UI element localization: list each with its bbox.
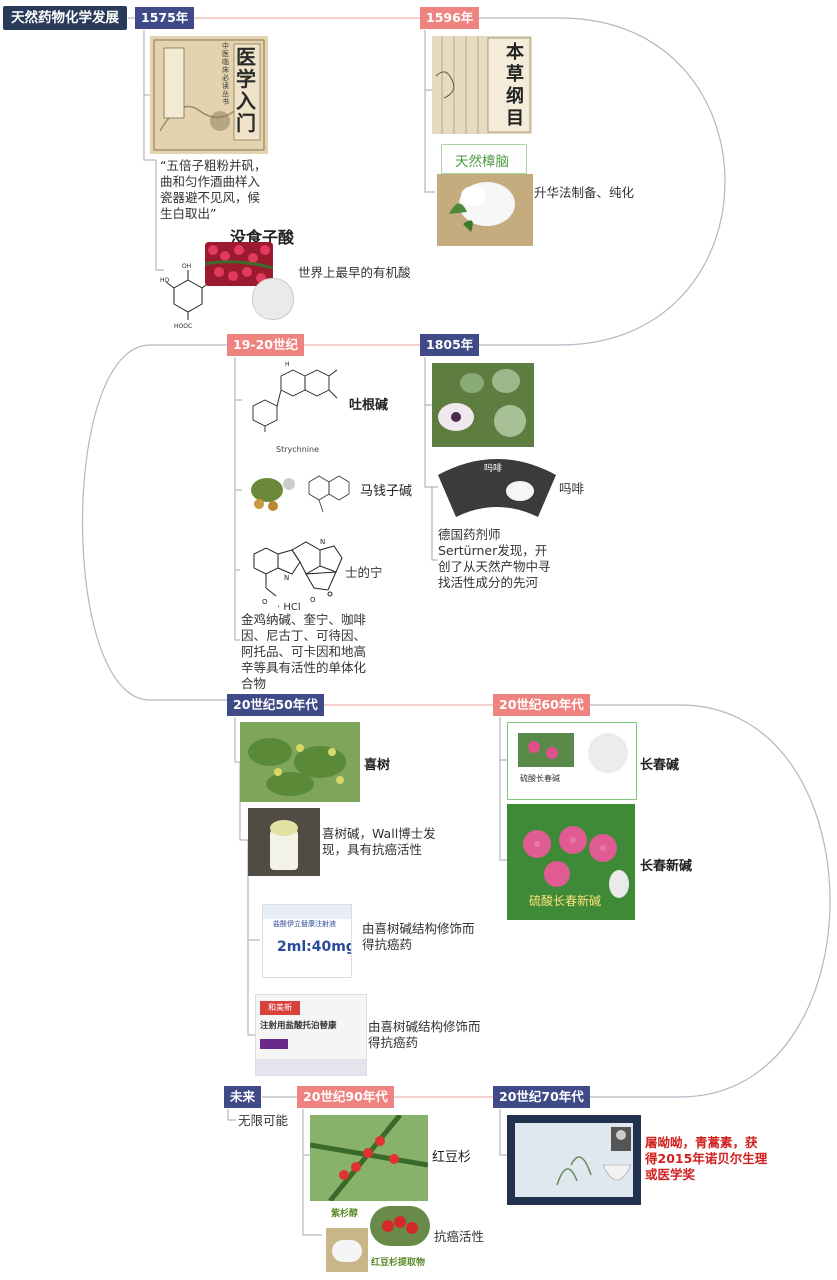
poppy-photo [432,363,534,447]
quote-1575: “五倍子粗粉并矾，曲和匀作酒曲样入瓷器避不见风，候生白取出” [160,158,267,221]
irinotecan-box-photo: 盐酸伊立替康注射液 2ml:40mg [262,904,352,978]
hcl-label: · HCl [277,602,301,613]
tag-1950s: 20世纪50年代 [227,694,324,716]
extract-caption: 红豆杉提取物 [371,1258,426,1268]
vinblastine-art [518,733,628,773]
artemisinin-art [507,1115,641,1205]
book-subtitle-text: 中医临床必读丛书 [222,42,229,106]
note-1990s: 抗癌活性 [434,1229,485,1244]
bencao-title-text: 本草纲目 [506,42,524,129]
label-vincristine: 长春新碱 [640,859,693,874]
camptotheca-tree-photo [240,722,360,802]
note-19-20c: 金鸡纳碱、奎宁、咖啡因、尼古丁、可待因、阿托品、可卡因和地高辛等具有活性的单体化… [241,612,367,691]
irinotecan-box-name: 盐酸伊立替康注射液 [273,920,336,928]
morphine-fan-art [438,459,556,517]
bencao-gangmu-photo: 本草纲目 [432,36,532,134]
svg-text:HOOC: HOOC [174,323,192,330]
tag-1960s: 20世纪60年代 [493,694,590,716]
yew-photo [310,1115,428,1201]
bencao-art [432,36,532,134]
label-emetine: 吐根碱 [349,398,389,413]
poppy-art [432,363,534,447]
label-camptotheca: 喜树 [364,758,391,773]
vinblastine-photo: 硫酸长春碱 [507,722,637,800]
timeline-curve-bottom [584,704,831,1098]
label-vinblastine: 长春碱 [640,758,680,773]
svg-text:N: N [284,574,289,582]
strychnine-structure: O O N N [253,538,343,606]
label-yew: 红豆杉 [432,1150,472,1165]
tag-1990s: 20世纪90年代 [297,1086,394,1108]
note-camptothecin: 喜树碱，Wall博士发现，具有抗癌活性 [322,826,436,857]
label-strychnine: 马钱子碱 [360,484,413,499]
tag-1596: 1596年 [420,7,480,29]
camptothecin-bottle-photo [248,808,320,876]
camptotheca-art [240,722,360,802]
strychnine-en: Strychnine [276,445,319,454]
morphine-fan: 吗啡 [438,455,556,517]
note-1596: 升华法制备、纯化 [534,185,635,200]
timeline-curve-top [470,17,726,346]
tag-1970s: 20世纪70年代 [493,1086,590,1108]
taxol-powder-photo [326,1228,368,1272]
book-cover-art [150,36,268,154]
gallnut-art [205,242,273,286]
svg-text:HO: HO [160,277,170,284]
camphor-photo: 天然樟脑 [437,140,533,246]
strychnine-plant-figure [245,460,355,524]
vincristine-art [507,804,635,920]
svg-text:OH: OH [182,263,191,270]
emetine-structure: H [252,361,338,432]
yew-berries-photo [370,1206,430,1246]
camphor-label: 天然樟脑 [455,154,509,170]
topotecan-box-name: 注射用盐酸托泊替康 [260,1021,337,1031]
topotecan-box-photo: 和美新 注射用盐酸托泊替康 [255,994,367,1076]
note-1970s: 屠呦呦，青蒿素，获得2015年诺贝尔生理或医学奖 [645,1135,768,1182]
topotecan-brand: 和美新 [260,1001,300,1015]
note-1805: 德国药剂师Sertürner发现，开创了从天然产物中寻找活性成分的先河 [438,527,551,590]
strychnine-art [251,475,350,513]
quinine-fragment: 士的宁 [345,565,383,581]
svg-text:O: O [262,598,268,606]
yew-art [310,1115,428,1201]
gallic-acid-powder [252,278,294,320]
note-future: 无限可能 [238,1113,289,1128]
label-morphine: 吗啡 [559,481,585,496]
svg-text:H: H [285,361,290,368]
book-title-text: 医学入门 [236,45,256,135]
taxol-caption: 紫杉醇 [331,1209,359,1219]
svg-text:O: O [310,596,316,604]
morphine-fan-title: 吗啡 [484,464,503,474]
note-1575: 世界上最早的有机酸 [298,265,411,280]
tag-1805: 1805年 [420,334,480,356]
timeline-curve-left [81,344,230,701]
yew-berries-art [382,1216,418,1234]
gallnut-photo [205,242,273,286]
irinotecan-dose: 2ml:40mg [277,939,352,955]
note-topotecan: 由喜树碱结构修饰而得抗癌药 [368,1019,481,1050]
tag-1575: 1575年 [135,7,195,29]
vincristine-caption: 硫酸长春新碱 [529,894,602,908]
tag-future: 未来 [224,1086,262,1108]
vinblastine-caption: 硫酸长春碱 [520,774,560,783]
note-irinotecan: 由喜树碱结构修饰而得抗癌药 [362,921,475,952]
vincristine-photo: 硫酸长春新碱 [507,804,635,920]
camptothecin-bottle-art [248,808,320,876]
tag-19-20c: 19-20世纪 [227,334,304,356]
svg-text:N: N [320,538,325,546]
camphor-art [437,174,533,246]
book-cover-yixuerumen: 医学入门 中医临床必读丛书 [150,36,268,154]
diagram-title: 天然药物化学发展 [3,6,127,30]
artemisinin-slide-photo [507,1115,641,1205]
